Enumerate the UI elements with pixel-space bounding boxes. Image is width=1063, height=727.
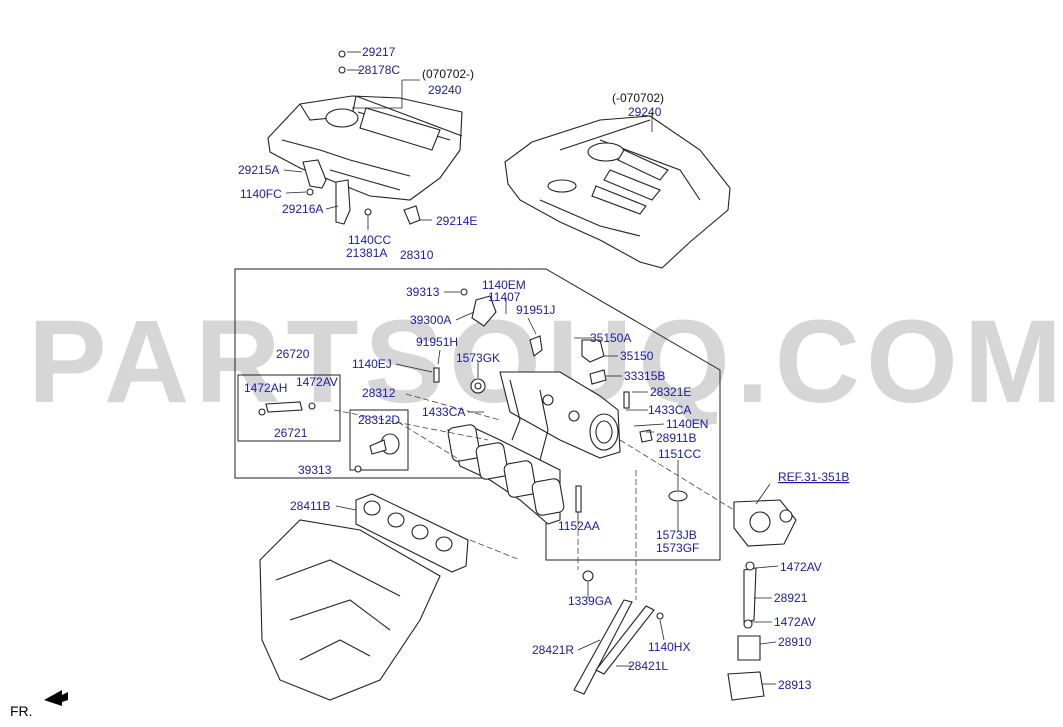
cover-brackets [302, 50, 421, 225]
label-39300a[interactable]: 39300A [410, 313, 451, 327]
label-1472av-box[interactable]: 1472AV [296, 375, 338, 389]
label-28178c[interactable]: 28178C [358, 63, 400, 77]
sensor-28312d [354, 433, 400, 473]
label-28921[interactable]: 28921 [774, 591, 808, 605]
label-35150a[interactable]: 35150A [590, 331, 631, 345]
label-28312d[interactable]: 28312D [358, 413, 400, 427]
label-1140fc[interactable]: 1140FC [240, 187, 282, 201]
label-1140hx[interactable]: 1140HX [648, 640, 690, 654]
label-35150[interactable]: 35150 [620, 349, 654, 363]
label-28421r[interactable]: 28421R [532, 643, 574, 657]
label-1339ga[interactable]: 1339GA [568, 594, 612, 608]
manifold-stays [573, 570, 664, 695]
label-28411b[interactable]: 28411B [290, 499, 330, 513]
label-28911b[interactable]: 28911B [656, 431, 696, 445]
label-29240-old[interactable]: 29240 [628, 105, 662, 119]
front-indicator-label: FR. [10, 703, 33, 719]
label-28910[interactable]: 28910 [778, 635, 812, 649]
leader-lines [283, 51, 779, 685]
label-1472ah[interactable]: 1472AH [244, 381, 287, 395]
label-1152aa[interactable]: 1152AA [558, 519, 600, 533]
note-from-070702: (070702-) [422, 67, 474, 81]
label-1472av-lower[interactable]: 1472AV [774, 615, 816, 629]
label-28310[interactable]: 28310 [400, 248, 434, 262]
throttle-body-assembly [727, 499, 797, 701]
label-1573gf[interactable]: 1573GF [656, 541, 699, 555]
label-1433ca-left[interactable]: 1433CA [422, 405, 465, 419]
label-29215a[interactable]: 29215A [238, 163, 279, 177]
label-91951j[interactable]: 91951J [516, 303, 555, 317]
manifold-components [433, 288, 688, 513]
intake-manifold [447, 371, 621, 525]
hose-26720 [258, 401, 316, 416]
label-11407[interactable]: 11407 [488, 290, 521, 304]
label-39313-bottom[interactable]: 39313 [298, 463, 332, 477]
engine-cover-new [267, 95, 463, 201]
label-21381a[interactable]: 21381A [346, 246, 387, 260]
gasket-28411b [355, 493, 469, 573]
front-arrow-icon [44, 690, 68, 706]
label-29214e[interactable]: 29214E [436, 214, 477, 228]
manifold-group-box [234, 268, 721, 561]
label-1472av-upper[interactable]: 1472AV [780, 560, 822, 574]
label-26721[interactable]: 26721 [274, 426, 308, 440]
sensor-subgroup-box [349, 409, 409, 471]
label-1151cc[interactable]: 1151CC [658, 447, 701, 461]
label-28913[interactable]: 28913 [778, 678, 812, 692]
label-91951h[interactable]: 91951H [416, 335, 458, 349]
note-until-070702: (-070702) [612, 91, 664, 105]
label-1140en[interactable]: 1140EN [666, 417, 708, 431]
label-39313-top[interactable]: 39313 [406, 285, 440, 299]
label-1573gk[interactable]: 1573GK [456, 351, 500, 365]
label-29217[interactable]: 29217 [362, 45, 396, 59]
label-1140em[interactable]: 1140EM [482, 278, 526, 292]
label-reference[interactable]: REF.31-351B [778, 470, 849, 484]
cylinder-head [259, 519, 441, 701]
label-28421l[interactable]: 28421L [628, 659, 668, 673]
hose-subgroup-box [237, 374, 341, 442]
label-1140cc[interactable]: 1140CC [348, 233, 391, 247]
label-1573jb[interactable]: 1573JB [656, 528, 697, 542]
label-29240-new[interactable]: 29240 [428, 83, 462, 97]
label-33315b[interactable]: 33315B [624, 369, 665, 383]
label-1433ca-right[interactable]: 1433CA [648, 403, 691, 417]
label-29216a[interactable]: 29216A [282, 202, 323, 216]
label-28321e[interactable]: 28321E [650, 385, 691, 399]
label-1140ej[interactable]: 1140EJ [352, 357, 392, 371]
label-26720[interactable]: 26720 [276, 347, 310, 361]
label-28312[interactable]: 28312 [362, 386, 396, 400]
engine-cover-old [504, 115, 731, 269]
